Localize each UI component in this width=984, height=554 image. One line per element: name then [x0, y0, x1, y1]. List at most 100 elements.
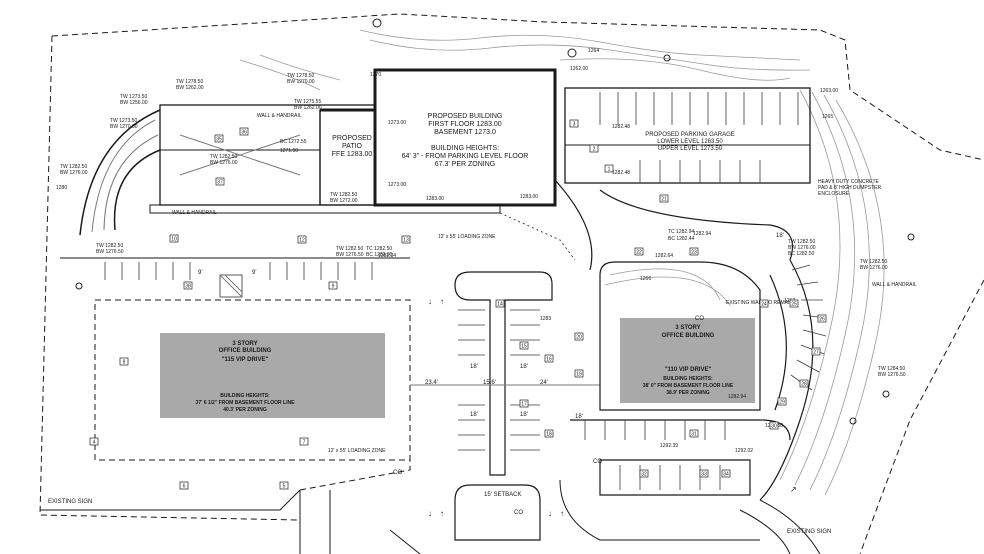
office-left-address: "115 VIP DRIVE" [222, 357, 269, 363]
stall-tag-box [689, 429, 699, 438]
stall-tag-label: 20 [576, 335, 582, 341]
elev-e13: 1292.02 [735, 448, 753, 454]
elev-tc2: TC 1282.50 [366, 246, 392, 252]
arrow-up-2: ↑ [440, 509, 444, 518]
elev-bc3: BC 1282.00 [366, 252, 393, 258]
dumpster-line1: HEAVY DUTY CONCRETE [818, 179, 880, 185]
stall-tag-box [639, 469, 649, 478]
elev-tc1: TC 1282.94 [668, 229, 694, 235]
elev-tw13: TW 1282.50 [788, 239, 815, 245]
stall-tag-label: 34 [723, 472, 729, 478]
arrow-down-2: ↓ [428, 509, 432, 518]
arrow-up-1: ↑ [440, 297, 444, 306]
contour-label-1283: 1283 [540, 316, 551, 322]
office-left-parcel: 3 STORY OFFICE BUILDING "115 VIP DRIVE" … [94, 299, 411, 461]
elev-e6: 1282.48 [612, 170, 630, 176]
patio-line3: FFE 1283.00 [332, 151, 373, 158]
elev-tw4: TW 1275.55 [294, 99, 321, 105]
driveway-upper [499, 179, 794, 271]
elev-bw13: BW 1276.00 [788, 245, 816, 251]
stall-tag-box [297, 235, 307, 244]
wall-handrail-right: WALL & HANDRAIL [872, 282, 917, 288]
contour-label-1264: 1264 [588, 48, 599, 54]
elev-tw1: TW 1278.50 [176, 79, 203, 85]
elev-e12: 1292.39 [660, 443, 678, 449]
elev-e15: 1262.00 [570, 66, 588, 72]
dim-11: 18' [575, 414, 583, 420]
parking-row-left [60, 257, 410, 298]
elev-e9: 1282.64 [655, 253, 673, 259]
office-left-zoning-line: 40.3' PER ZONING [223, 407, 267, 413]
elev-e5: 1282.48 [612, 124, 630, 130]
elev-tw10: TW 1282.50 [336, 246, 363, 252]
contour-label-1265: 1265 [822, 114, 833, 120]
stall-tag-label: 28 [801, 382, 807, 388]
elev-tw9: TW 1282.50 [96, 243, 123, 249]
elev-bw4: BW 1262.00 [294, 105, 322, 111]
elev-e3: 1283.00 [426, 196, 444, 202]
parking-central [410, 271, 600, 541]
stall-tag-box [759, 299, 769, 308]
stall-tag-label: 37 [217, 180, 223, 186]
stall-tag-label: 21 [661, 197, 667, 203]
stall-tag-label: 15 [521, 344, 527, 350]
dimensions: 23.4' 18' 15.6' 24' 18' 18' 18' 9' 9' 18… [198, 233, 784, 420]
elev-bw7: BW 1276.00 [210, 160, 238, 166]
patio-line1: PROPOSED [332, 135, 372, 142]
elev-bw3: BW 1256.00 [120, 100, 148, 106]
stall-tag-label: 14 [497, 302, 503, 308]
elev-tw2: TW 1278.50 [287, 73, 314, 79]
arrow-up-3: ↑ [560, 509, 564, 518]
setback-label: 15' SETBACK [484, 492, 522, 498]
dim-8: 9' [198, 270, 202, 276]
stall-tag-box [789, 299, 799, 308]
office-left-height-line: 37' 6 1/2" FROM BASEMENT FLOOR LINE [196, 400, 296, 406]
office-right-address: "110 VIP DRIVE" [665, 367, 712, 373]
parking-bottom-right [559, 419, 821, 554]
elevation-callouts: TW 1278.50 BW 1262.00 TW 1278.50 BW 1270… [56, 48, 906, 454]
stall-tag-box [519, 399, 529, 408]
stall-tag-label: 3 [573, 122, 576, 128]
stall-tag-box [569, 119, 579, 128]
stall-tag-label: 6 [183, 484, 186, 490]
garage-title: PROPOSED PARKING GARAGE [645, 132, 735, 138]
existing-sign-left: EXISTING SIGN [48, 499, 92, 505]
stall-tag-box [119, 357, 129, 366]
dim-7: 18' [520, 412, 528, 418]
stall-tag-box [89, 437, 99, 446]
stall-tag-label: 17 [521, 402, 527, 408]
stall-tag-box [401, 235, 411, 244]
stall-tag-box [519, 341, 529, 350]
elev-bc2: BC 1282.44 [668, 236, 695, 242]
loading-zone-top: 12' x 55' LOADING ZONE [438, 234, 496, 240]
stall-tag-label: 38 [185, 284, 191, 290]
elev-bw10: BW 1276.50 [336, 252, 364, 258]
parking-garage: PROPOSED PARKING GARAGE LOWER LEVEL 1263… [564, 87, 811, 184]
stall-tag-label: 26 [819, 317, 825, 323]
stall-tag-label: 16 [546, 357, 552, 363]
stall-tag-box [659, 194, 669, 203]
stall-tag-label: 18 [546, 432, 552, 438]
stall-tag-box [239, 127, 249, 136]
proposed-building: PROPOSED BUILDING FIRST FLOOR 1283.00 BA… [319, 68, 557, 207]
parking-right-curve [759, 259, 827, 501]
stall-tag-label: 31 [691, 432, 697, 438]
stall-tag-box [699, 469, 709, 478]
co-markers: CO CO CO CO [393, 316, 704, 516]
building-height-parking: 64' 3" - FROM PARKING LEVEL FLOOR [402, 153, 529, 160]
stall-tag-box [544, 354, 554, 363]
stall-tag-label: 7 [303, 440, 306, 446]
dim-4: 24' [540, 380, 548, 386]
stall-tag-box [574, 369, 584, 378]
elev-tw8: TW 1282.50 [330, 192, 357, 198]
contours-right [779, 89, 885, 496]
dim-1: 23.4' [425, 380, 438, 386]
stall-tag-label: 25 [791, 302, 797, 308]
elev-bw9: BW 1276.50 [96, 249, 124, 255]
proposed-patio: PROPOSED PATIO FFE 1283.00 [332, 135, 373, 158]
elev-e2: 1273.00 [388, 182, 406, 188]
stall-tag-label: 8 [123, 360, 126, 366]
stall-tag-box [328, 281, 338, 290]
stall-tag-box [604, 164, 614, 173]
